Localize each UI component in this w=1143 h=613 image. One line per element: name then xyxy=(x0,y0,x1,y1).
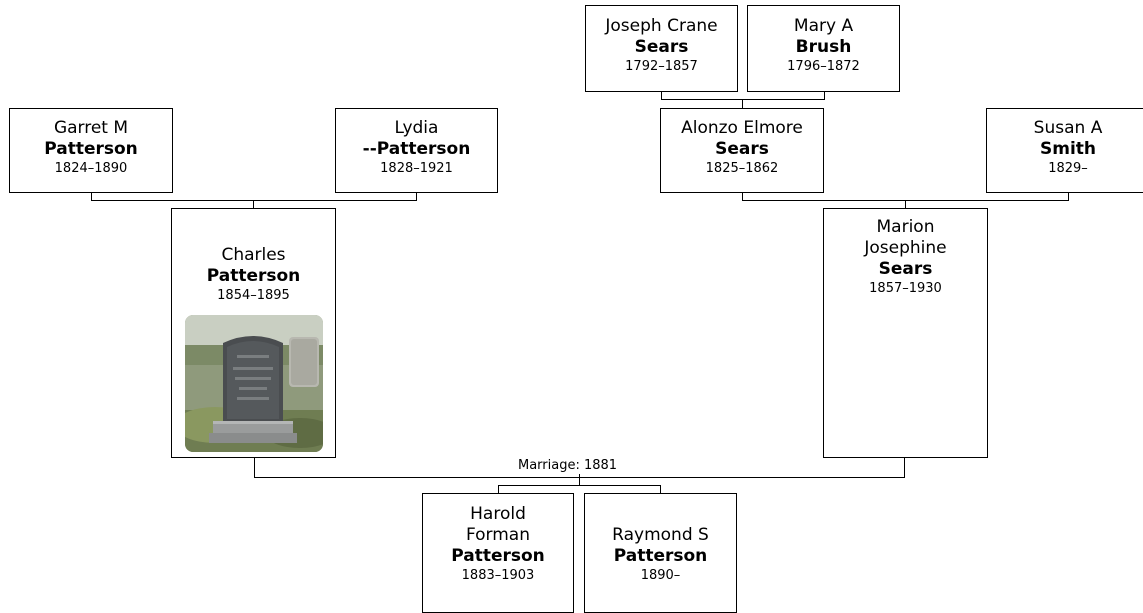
person-given-name: Harold xyxy=(470,504,526,524)
connector-line xyxy=(579,474,580,486)
person-surname: Patterson xyxy=(44,139,138,159)
person-surname: Sears xyxy=(634,37,689,57)
person-surname: Patterson xyxy=(206,266,301,286)
person-given-name: Joseph Crane xyxy=(605,16,718,36)
person-card-joseph-crane-sears[interactable]: Joseph Crane Sears 1792–1857 xyxy=(585,5,738,92)
connector-line xyxy=(253,200,254,209)
person-given-name: Josephine xyxy=(864,238,947,258)
person-given-name: Charles xyxy=(221,245,286,265)
connector-line xyxy=(661,91,662,100)
person-surname: Brush xyxy=(795,37,852,57)
person-given-name: Marion xyxy=(876,217,935,237)
connector-line xyxy=(905,200,906,209)
person-surname: --Patterson xyxy=(362,139,471,159)
person-card-lydia-patterson[interactable]: Lydia --Patterson 1828–1921 xyxy=(335,108,498,193)
connector-line xyxy=(660,485,661,494)
person-dates: 1824–1890 xyxy=(54,161,128,176)
connector-line xyxy=(742,192,743,201)
person-card-alonzo-elmore-sears[interactable]: Alonzo Elmore Sears 1825–1862 xyxy=(660,108,824,193)
person-card-harold-forman-patterson[interactable]: Harold Forman Patterson 1883–1903 xyxy=(422,493,574,613)
connector-line xyxy=(91,200,417,201)
person-given-name: Mary A xyxy=(793,16,854,36)
connector-line xyxy=(254,457,255,478)
connector-line xyxy=(904,457,905,478)
person-surname: Sears xyxy=(878,259,933,279)
person-given-name: Garret M xyxy=(53,118,129,138)
connector-line xyxy=(498,485,661,486)
person-given-name: Alonzo Elmore xyxy=(681,118,803,138)
connector-line xyxy=(661,99,825,100)
connector-line xyxy=(416,192,417,201)
connector-line xyxy=(824,91,825,100)
person-surname: Smith xyxy=(1039,139,1096,159)
person-card-mary-a-brush[interactable]: Mary A Brush 1796–1872 xyxy=(747,5,900,92)
connector-line xyxy=(498,485,499,494)
person-surname: Sears xyxy=(715,139,769,159)
person-card-garret-m-patterson[interactable]: Garret M Patterson 1824–1890 xyxy=(9,108,173,193)
person-given-name: Lydia xyxy=(394,118,439,138)
person-dates: 1825–1862 xyxy=(705,161,779,176)
person-surname: Patterson xyxy=(613,546,708,566)
person-dates: 1883–1903 xyxy=(461,568,535,583)
person-given-name: Forman xyxy=(465,525,530,545)
gravestone-photo[interactable] xyxy=(185,315,323,452)
person-dates: 1796–1872 xyxy=(787,59,860,74)
person-dates: 1890– xyxy=(640,568,681,583)
connector-line xyxy=(91,192,92,201)
person-dates: 1854–1895 xyxy=(217,288,290,303)
person-dates: 1828–1921 xyxy=(380,161,453,176)
person-card-charles-patterson[interactable]: Charles Patterson 1854–1895 xyxy=(171,208,336,458)
person-dates: 1829– xyxy=(1048,161,1088,176)
person-given-name: Susan A xyxy=(1033,118,1103,138)
person-given-name: Raymond S xyxy=(612,525,709,545)
person-card-marion-josephine-sears[interactable]: Marion Josephine Sears 1857–1930 xyxy=(823,208,988,458)
person-card-raymond-s-patterson[interactable]: Raymond S Patterson 1890– xyxy=(584,493,737,613)
person-card-susan-a-smith[interactable]: Susan A Smith 1829– xyxy=(986,108,1143,193)
connector-line xyxy=(1068,192,1069,201)
person-dates: 1792–1857 xyxy=(625,59,698,74)
marriage-label: Marriage: 1881 xyxy=(517,458,619,473)
person-surname: Patterson xyxy=(451,546,545,566)
connector-line xyxy=(742,99,743,109)
person-dates: 1857–1930 xyxy=(869,281,942,296)
